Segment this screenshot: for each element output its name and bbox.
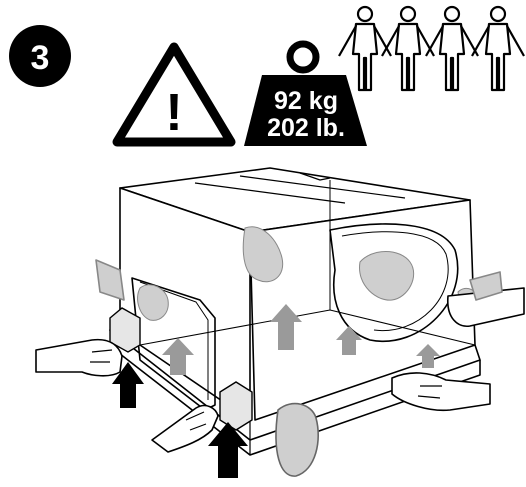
hand-icon: [391, 372, 491, 412]
person-icon: [381, 5, 435, 92]
weight-kg: 92 kg: [274, 87, 338, 115]
weight-icon: 92 kg 202 lb.: [244, 40, 367, 146]
weight-lb: 202 lb.: [267, 114, 345, 142]
up-arrow-icon: [270, 304, 302, 350]
hand-icon: [35, 338, 123, 377]
step-number: 3: [31, 39, 50, 77]
arm-shape: [469, 271, 503, 301]
four-people-icon: [338, 5, 525, 92]
up-arrow-icon: [112, 362, 144, 408]
hands: [35, 259, 525, 477]
up-arrow-icon: [208, 422, 248, 478]
handle-front: [219, 381, 253, 431]
inner-lift-arrows: [162, 304, 440, 375]
arm-shape: [95, 259, 125, 301]
warning-symbol: !: [165, 84, 182, 142]
person-icon: [338, 5, 392, 92]
printer-illustration: [109, 167, 481, 456]
step-badge: 3: [9, 25, 71, 87]
up-arrow-icon: [336, 326, 362, 355]
outer-lift-arrows: [112, 362, 248, 478]
person-icon: [425, 5, 479, 92]
up-arrow-icon: [162, 338, 194, 375]
hand-icon: [275, 402, 319, 477]
warning-triangle-icon: !: [112, 42, 236, 147]
hand-icon: [151, 404, 219, 453]
person-icon: [471, 5, 525, 92]
up-arrow-icon: [416, 344, 440, 368]
lift-handles: [109, 307, 253, 431]
hand-icon: [447, 287, 525, 327]
